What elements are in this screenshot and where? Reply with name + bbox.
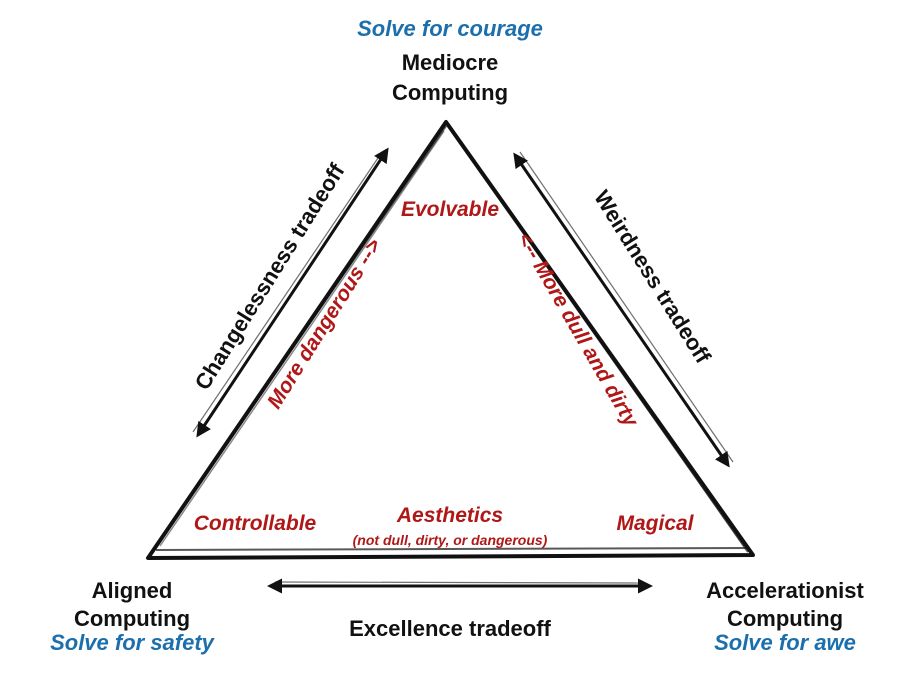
left-vertex-name-line1: Aligned	[91, 578, 173, 603]
bottom-tradeoff-arrow	[267, 578, 653, 594]
magical-label: Magical	[616, 512, 694, 535]
left-tradeoff-arrow	[192, 147, 389, 438]
controllable-label: Controllable	[193, 512, 317, 535]
right-vertex-caption: Solve for awe	[714, 630, 856, 655]
right-vertex-name-line1: Accelerationist	[706, 578, 864, 603]
aesthetics-subtitle: (not dull, dirty, or dangerous)	[352, 532, 548, 548]
left-vertex-name-line2: Computing	[73, 606, 191, 631]
right-vertex-name-line2: Computing	[726, 606, 844, 631]
top-vertex-name-line2: Computing	[391, 80, 509, 105]
excellence-tradeoff-label: Excellence tradeoff	[349, 616, 551, 641]
evolvable-label: Evolvable	[400, 198, 500, 221]
left-vertex-caption: Solve for safety	[50, 630, 214, 655]
top-vertex-caption: Solve for courage	[357, 16, 543, 41]
right-tradeoff-arrow	[513, 151, 734, 468]
aesthetics-label: Aesthetics	[396, 504, 504, 527]
top-vertex-name-line1: Mediocre	[401, 50, 499, 75]
